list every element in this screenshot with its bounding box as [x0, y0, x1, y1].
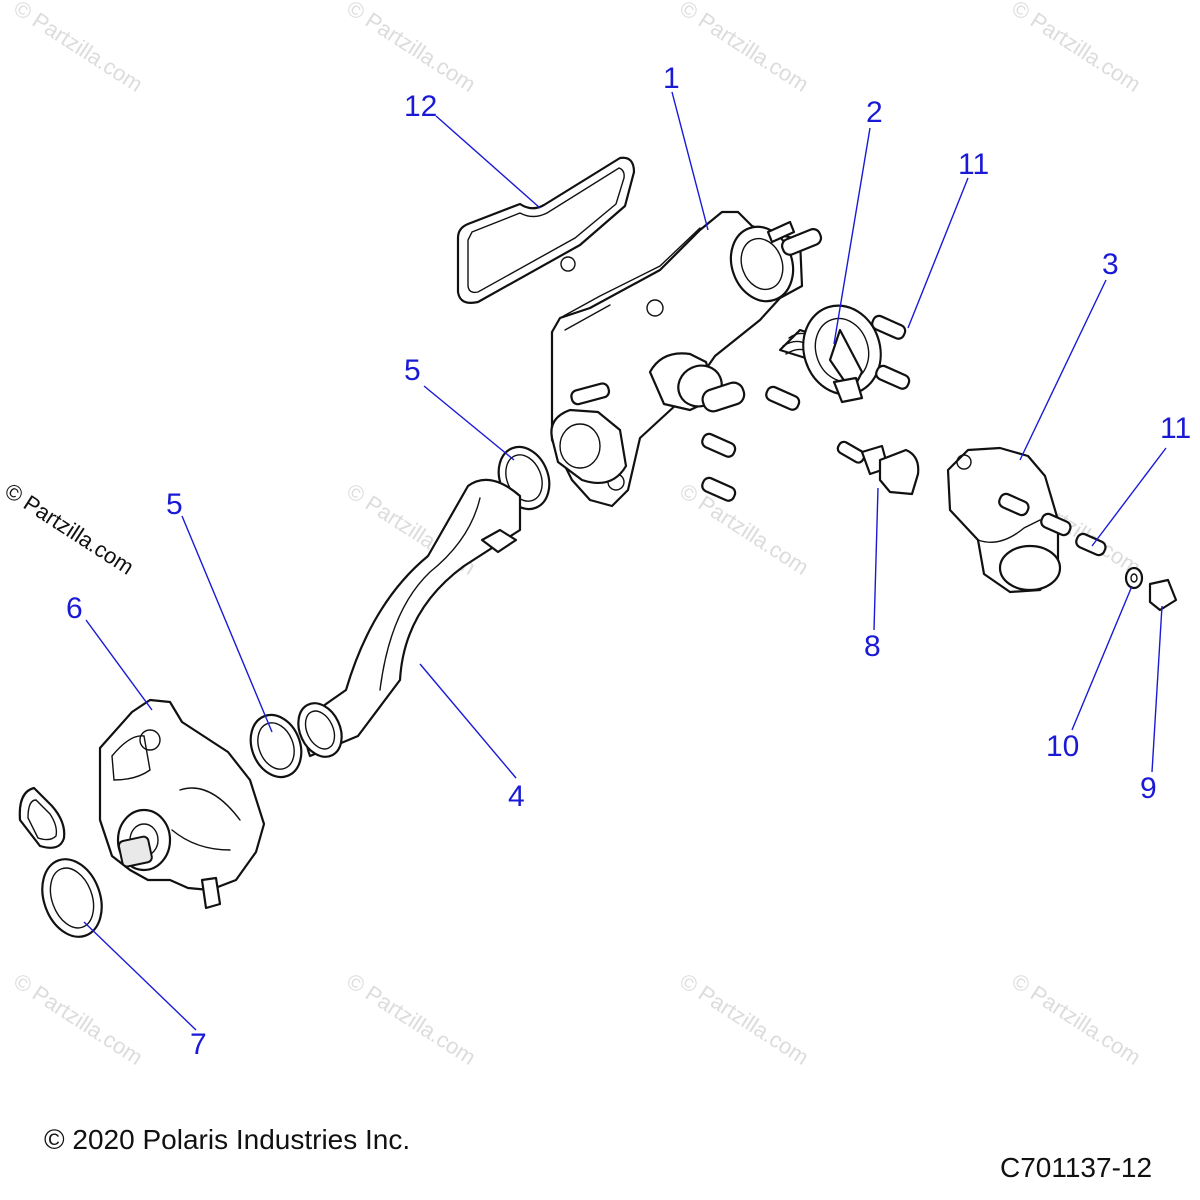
callout-11-upper: 11 — [958, 148, 989, 181]
copyright-notice: © 2020 Polaris Industries Inc. — [44, 1124, 411, 1155]
watermark: © Partzilla.com — [342, 968, 480, 1070]
callout-2: 2 — [866, 96, 883, 129]
callout-11-lower: 11 — [1160, 412, 1191, 445]
callout-10: 10 — [1046, 730, 1079, 763]
callout-9: 9 — [1140, 772, 1157, 805]
callout-3: 3 — [1102, 248, 1119, 281]
part-1-thermostat-housing — [550, 210, 823, 508]
part-5-o-ring-lower — [249, 713, 303, 779]
part-2-thermostat — [778, 304, 882, 404]
leader-3 — [1019, 279, 1107, 461]
leader-5b — [181, 515, 273, 733]
callout-4: 4 — [508, 780, 525, 813]
callout-7: 7 — [190, 1028, 207, 1061]
callout-6: 6 — [66, 592, 83, 625]
watermark: © Partzilla.com — [1007, 968, 1145, 1070]
leader-10 — [1071, 585, 1133, 731]
watermark: © Partzilla.com — [9, 968, 147, 1070]
leader-8 — [873, 487, 879, 631]
part-10-washer — [1124, 566, 1144, 590]
part-12-gasket — [456, 156, 636, 304]
watermark: © Partzilla.com — [342, 0, 480, 97]
part-8-temperature-sensor — [836, 440, 920, 496]
leader-2 — [833, 127, 871, 345]
callout-5-lower: 5 — [166, 488, 183, 521]
callout-8: 8 — [864, 630, 881, 663]
part-7-pump-gaskets — [18, 786, 103, 938]
watermark: © Partzilla.com — [1007, 0, 1145, 97]
leader-6 — [85, 619, 153, 711]
watermark: © Partzilla.com — [675, 0, 813, 97]
leader-4 — [419, 663, 517, 779]
watermark: © Partzilla.com — [9, 0, 147, 97]
watermark: © Partzilla.com — [675, 968, 813, 1070]
leader-7 — [83, 921, 197, 1031]
leader-1 — [671, 91, 709, 231]
leader-12 — [435, 115, 541, 209]
leader-11a — [907, 177, 969, 329]
watermark: © Partzilla.com — [675, 478, 813, 580]
callout-numbers: 12 1 2 11 3 11 5 5 6 4 7 8 10 9 — [66, 62, 1191, 1061]
leader-9 — [1151, 605, 1163, 773]
leader-5a — [423, 385, 515, 461]
part-3-outlet-elbow — [946, 446, 1107, 594]
callout-5-upper: 5 — [404, 354, 421, 387]
callout-12: 12 — [404, 90, 437, 123]
part-6-water-pump — [98, 698, 266, 910]
leader-lines — [83, 91, 1167, 1031]
part-9-bolt — [1148, 578, 1178, 612]
bolt-set-upper — [701, 314, 911, 502]
part-4-coolant-hose — [297, 478, 522, 758]
leader-11b — [1091, 447, 1167, 547]
figure-code: C701137-12 — [1000, 1152, 1153, 1183]
callout-1: 1 — [663, 62, 680, 95]
